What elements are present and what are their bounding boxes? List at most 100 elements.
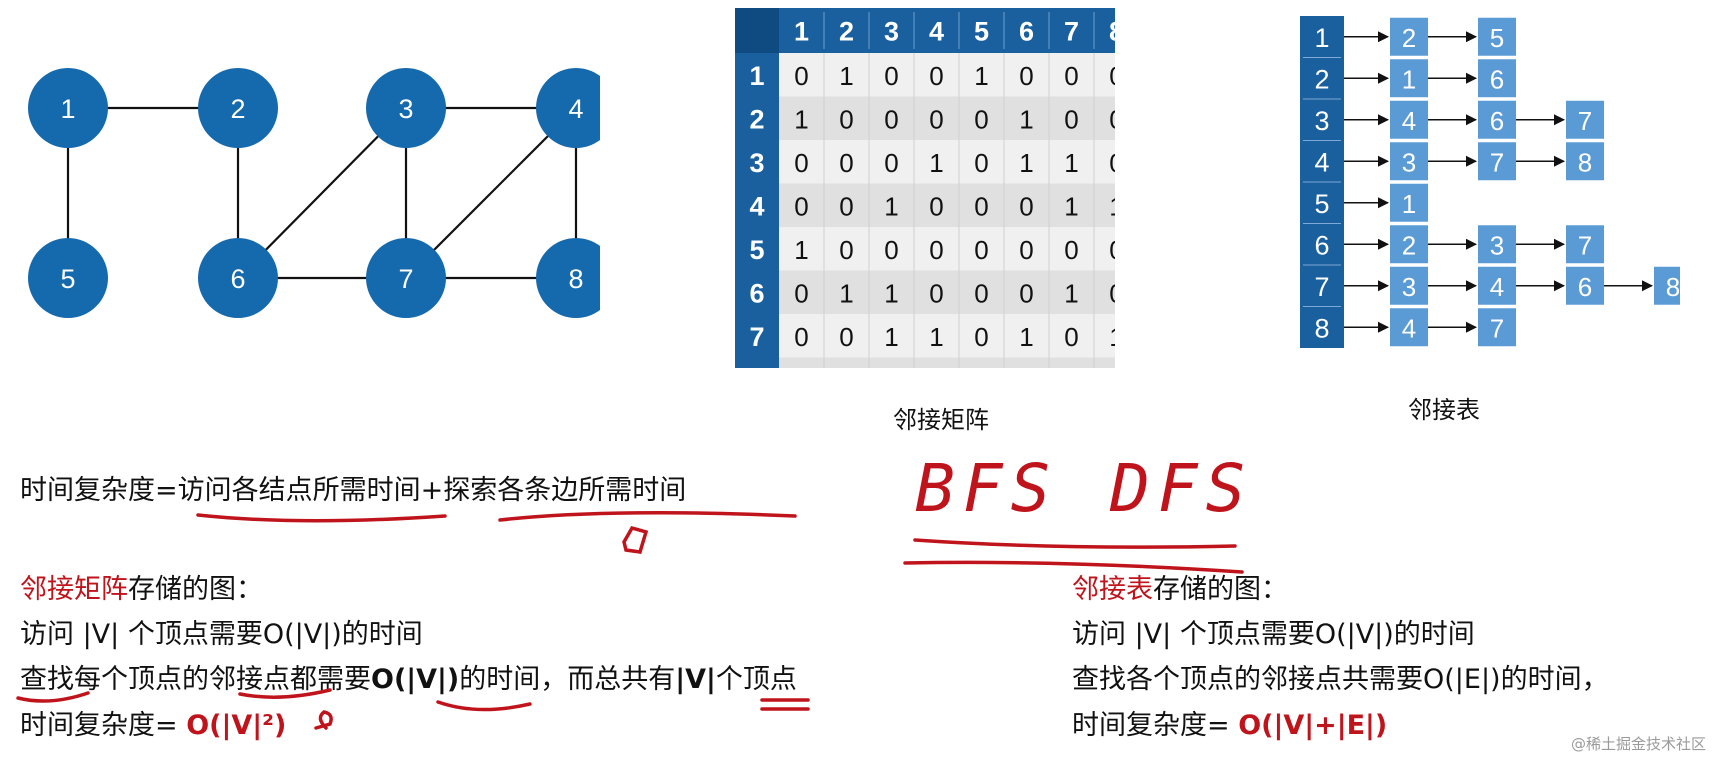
adj-list-node-label: 4 — [1402, 313, 1416, 343]
graph-node-7: 7 — [366, 238, 446, 318]
adj-list-node — [1390, 59, 1428, 98]
matrix-col-header: 3 — [884, 17, 899, 47]
matrix-cell: 0 — [1019, 61, 1033, 91]
adj-list-node-label: 2 — [1402, 230, 1416, 260]
adj-list-node — [1478, 308, 1516, 347]
matrix-cell: 1 — [1064, 278, 1078, 308]
matrix-cell: 0 — [1064, 104, 1078, 134]
adj-list-node-label: 8 — [1666, 272, 1680, 302]
matrix-cell: 0 — [929, 278, 943, 308]
underline-explore-edges — [498, 511, 797, 522]
matrix-row-header: 5 — [749, 235, 764, 265]
matrix-row-header: 6 — [749, 278, 764, 308]
matrix-cell: 0 — [1019, 235, 1033, 265]
list-section-line2: 查找各个顶点的邻接点共需要O(|E|)的时间， — [1072, 664, 1609, 695]
matrix-cell: 0 — [1109, 104, 1115, 134]
matrix-cell: 0 — [884, 365, 898, 368]
adjacency-list-caption: 邻接表 — [1408, 396, 1480, 424]
matrix-cell: 0 — [794, 191, 808, 221]
matrix-col-header: 5 — [974, 17, 989, 47]
matrix-cell: 0 — [794, 61, 808, 91]
adj-list-node-label: 6 — [1578, 272, 1592, 302]
adj-list-head: 3 — [1314, 106, 1329, 136]
matrix-row-bg — [779, 96, 1115, 140]
adj-list-node-label: 7 — [1490, 313, 1504, 343]
matrix-cell: 0 — [1109, 278, 1115, 308]
matrix-line2-a: 查找每个顶点的邻接点都需要 — [20, 664, 371, 695]
matrix-cell: 0 — [1064, 235, 1078, 265]
time-complexity-formula: 时间复杂度=访问各结点所需时间+探索各条边所需时间 — [20, 477, 686, 504]
matrix-col-header: 6 — [1019, 17, 1034, 47]
graph-node-3: 3 — [366, 68, 446, 148]
adj-list-head: 8 — [1314, 313, 1329, 343]
adj-list-node-label: 7 — [1578, 106, 1592, 136]
matrix-cell: 1 — [929, 322, 943, 352]
watermark: @稀土掘金技术社区 — [1570, 735, 1706, 753]
matrix-cell: 0 — [794, 278, 808, 308]
matrix-line2-e: 个顶点 — [715, 664, 797, 695]
ink-hook — [314, 710, 333, 730]
graph-node-8: 8 — [536, 238, 600, 318]
matrix-cell: 0 — [794, 148, 808, 178]
adj-list-node-label: 3 — [1402, 272, 1416, 302]
matrix-section-title: 邻接矩阵存储的图： — [20, 576, 263, 603]
matrix-cell: 0 — [974, 235, 988, 265]
adj-list-node-label: 3 — [1490, 230, 1504, 260]
matrix-row-header: 7 — [749, 322, 764, 352]
matrix-row-header-bar — [735, 8, 779, 368]
matrix-cell: 1 — [794, 235, 808, 265]
list-section-line3: 时间复杂度= O(|V|+|E|) — [1072, 712, 1387, 739]
matrix-cell: 0 — [1019, 191, 1033, 221]
matrix-row-header: 4 — [749, 191, 764, 221]
matrix-cell: 0 — [839, 191, 853, 221]
matrix-cell: 0 — [929, 104, 943, 134]
graph-node-2: 2 — [198, 68, 278, 148]
matrix-cell: 0 — [884, 148, 898, 178]
matrix-cell: 0 — [929, 61, 943, 91]
matrix-cell: 1 — [974, 61, 988, 91]
matrix-row-bg — [779, 53, 1115, 97]
matrix-corner — [735, 8, 779, 53]
formula-prefix: 时间复杂度= — [20, 475, 178, 506]
adj-list-node — [1478, 266, 1516, 305]
list-line3-label: 时间复杂度= — [1072, 710, 1239, 741]
matrix-cell: 1 — [884, 322, 898, 352]
matrix-cell: 0 — [1019, 365, 1033, 368]
matrix-cell: 1 — [1019, 148, 1033, 178]
graph-edge-4-7 — [405, 107, 577, 279]
adj-list-node-label: 3 — [1402, 147, 1416, 177]
adj-list-node-label: 8 — [1578, 147, 1592, 177]
matrix-cell: 1 — [1019, 104, 1033, 134]
adj-list-node — [1478, 225, 1516, 264]
matrix-col-header: 8 — [1109, 17, 1115, 47]
matrix-cell: 0 — [839, 365, 853, 368]
matrix-header-bar — [735, 8, 1115, 53]
matrix-row-bg — [779, 357, 1115, 368]
matrix-col-header: 1 — [794, 17, 809, 47]
matrix-cell: 0 — [884, 61, 898, 91]
matrix-col-header: 4 — [929, 17, 944, 47]
matrix-section-line1: 访问 |V| 个顶点需要O(|V|)的时间 — [20, 619, 423, 650]
matrix-cell: 0 — [884, 104, 898, 134]
matrix-cell: 0 — [794, 365, 808, 368]
formula-plus: + — [420, 475, 444, 506]
adj-list-node — [1478, 142, 1516, 181]
adj-list-node-label: 2 — [1402, 23, 1416, 53]
formula-part-explore: 探索各条边所需时间 — [443, 475, 687, 506]
matrix-cell: 1 — [1064, 365, 1078, 368]
adj-list-head: 4 — [1314, 147, 1329, 177]
adj-list-node — [1478, 17, 1516, 56]
matrix-cell: 0 — [974, 104, 988, 134]
adj-list-node — [1566, 266, 1604, 305]
matrix-row-bg — [779, 183, 1115, 227]
matrix-line3-value: O(|V|²) — [186, 710, 287, 741]
matrix-cell: 0 — [839, 322, 853, 352]
adj-list-head: 7 — [1314, 272, 1329, 302]
matrix-cell: 0 — [839, 148, 853, 178]
graph-node-label: 1 — [60, 94, 75, 124]
matrix-cell: 1 — [929, 148, 943, 178]
graph-node-label: 8 — [568, 264, 583, 294]
graph-node-1: 1 — [28, 68, 108, 148]
matrix-section-line2: 查找每个顶点的邻接点都需要O(|V|)的时间，而总共有|V|个顶点 — [20, 666, 797, 693]
